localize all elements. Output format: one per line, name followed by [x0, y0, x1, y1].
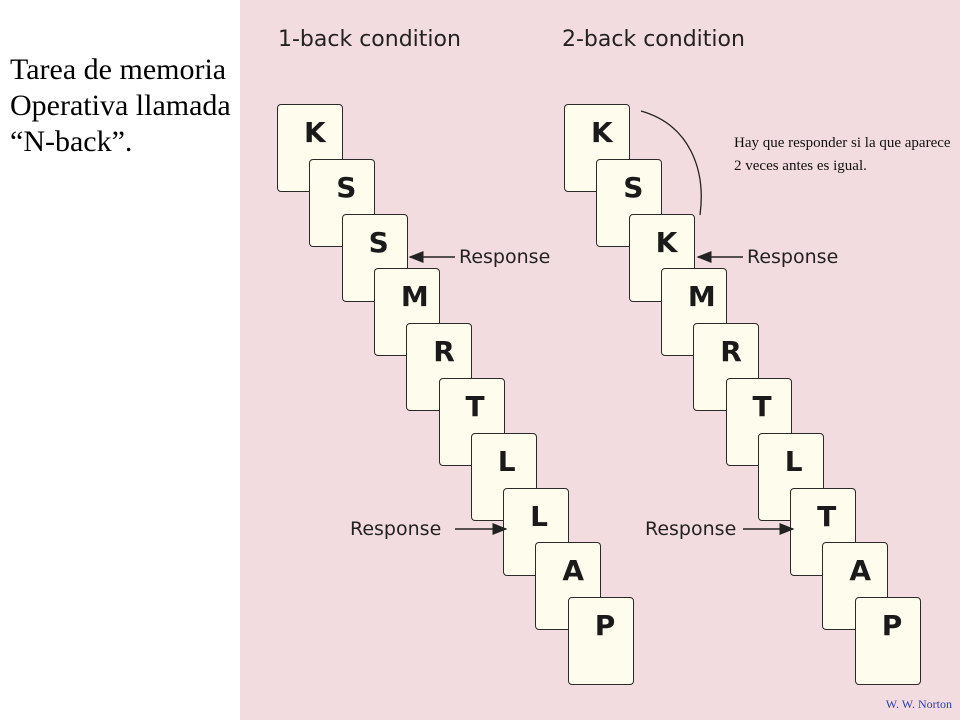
two-back-card-letter: T: [817, 499, 837, 533]
one-back-title: 1-back condition: [278, 27, 461, 52]
one-back-card-letter: S: [368, 225, 389, 259]
two-back-card-letter: P: [881, 609, 903, 643]
intro-line-2: Operativa llamada: [10, 89, 231, 122]
one-back-card-letter: T: [465, 390, 485, 423]
one-back-card-letter: M: [400, 280, 429, 314]
two-back-card-letter: T: [752, 390, 772, 423]
intro-line-1: Tarea de memoria: [10, 53, 227, 86]
one-back-card-letter: P: [594, 609, 616, 643]
two-back-title: 2-back condition: [562, 27, 745, 52]
intro-line-3: “N-back”.: [10, 125, 133, 158]
two-back-response-label-1: Response: [747, 246, 839, 268]
one-back-response-label-2: Response: [350, 518, 442, 540]
two-back-card-letter: A: [849, 554, 872, 588]
two-back-response-label-2: Response: [645, 518, 737, 540]
publisher-credit: W. W. Norton: [885, 697, 952, 711]
two-back-card-letter: R: [720, 335, 742, 369]
one-back-card-letter: K: [304, 116, 326, 149]
intro-text: Tarea de memoria Operativa llamada “N-ba…: [10, 52, 245, 160]
one-back-card-letter: R: [433, 335, 455, 369]
two-back-card: P: [854, 597, 921, 686]
two-back-card-letter: K: [591, 116, 613, 149]
two-back-comparison-curve: [640, 110, 702, 216]
two-back-card-letter: S: [623, 170, 644, 204]
two-back-card-letter: L: [784, 444, 803, 478]
two-back-card-letter: K: [655, 225, 678, 259]
two-back-note: Hay que responder si la que aparece 2 ve…: [734, 135, 951, 174]
one-back-card-letter: L: [497, 444, 516, 478]
one-back-response-label-1: Response: [459, 246, 551, 268]
one-back-card-letter: S: [336, 170, 357, 204]
one-back-card-letter: L: [530, 499, 548, 533]
two-back-card-letter: M: [687, 280, 716, 314]
one-back-card: P: [567, 597, 634, 686]
one-back-card-letter: A: [562, 554, 585, 588]
